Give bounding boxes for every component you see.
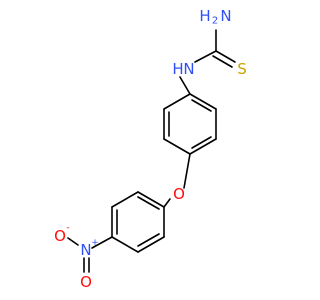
atom-nitro-oxygen-left-charge: - [66, 223, 69, 233]
atom-nitro-oxygen-bottom: O [80, 273, 92, 291]
bond-ring2-a [137, 191, 165, 208]
atom-nh2-h: H [199, 7, 210, 25]
bond-ring2-b [111, 191, 139, 208]
bond-ring1-c-inner [191, 136, 212, 149]
atom-ether-oxygen: O [173, 185, 185, 203]
molecule-diagram: H 2 N S H N O N + O - O [54, 7, 247, 291]
bond-ring2-n [91, 236, 113, 249]
atom-nh2-sub: 2 [212, 16, 218, 27]
atom-sulfur: S [237, 60, 247, 78]
bond-c-nh [194, 50, 217, 63]
bond-ring1-a [189, 93, 217, 110]
bond-ring1-c [189, 138, 217, 155]
bond-ring1-f [163, 93, 191, 110]
bonds [67, 29, 236, 273]
atom-labels: H 2 N S H N O N + O - O [54, 7, 247, 291]
bond-c-s-1 [215, 50, 236, 63]
bond-ring1-o [183, 153, 191, 189]
bond-ring2-e-inner [137, 233, 160, 247]
structure-svg: H 2 N S H N O N + O - O [54, 7, 247, 291]
bond-nh-ring [179, 76, 191, 95]
atom-nitro-oxygen-left: O [54, 227, 66, 245]
atom-nh-h: H [172, 60, 183, 78]
bond-ring2-d [111, 236, 139, 253]
atom-nitro-nitrogen: N [80, 241, 91, 259]
atom-nh2-n: N [220, 7, 231, 25]
bond-ring2-a-inner [137, 196, 160, 210]
bond-o-ring2 [163, 198, 171, 208]
atom-nitro-nitrogen-charge: + [91, 238, 99, 248]
bond-n-o-left [67, 237, 79, 246]
bond-c-s-2 [212, 55, 233, 68]
bond-ring2-e [137, 236, 165, 253]
bond-ring1-d [163, 138, 191, 155]
atom-nh-n: N [183, 60, 194, 78]
bond-ring1-a-inner [191, 99, 212, 112]
